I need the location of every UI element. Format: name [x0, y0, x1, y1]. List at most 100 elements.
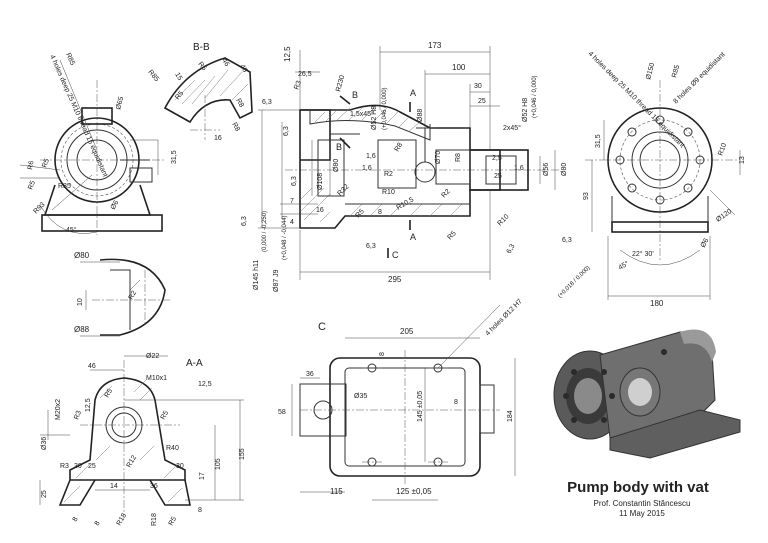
dim-label: R5	[196, 61, 207, 72]
dim-label: R8	[230, 122, 241, 133]
dim-label: R3	[60, 463, 69, 470]
dim-label: 184	[507, 410, 514, 422]
dim-label: Ø65	[115, 96, 125, 111]
dim-label: 295	[388, 275, 402, 284]
dim-label: R8	[234, 98, 245, 109]
dim-label: Ø22	[146, 353, 159, 360]
dim-label: 8	[72, 516, 80, 523]
dim-label: Ø70	[435, 151, 442, 164]
view-c-note: 4 holes Ø12 H7	[484, 298, 523, 337]
tolerance-label: (+0,018 / 0,000)	[557, 265, 591, 299]
dim-label: 45°	[66, 226, 77, 234]
dim-label: R32	[336, 183, 350, 197]
tolerance-label: (+0,046 / 0,000)	[382, 87, 388, 130]
dim-label: 58	[278, 409, 286, 416]
view-c-label: C	[318, 321, 326, 333]
dim-label: R93	[32, 201, 46, 215]
dim-label: 45°	[617, 259, 630, 271]
dim-label: Ø56	[543, 163, 550, 176]
dim-label: 105	[215, 458, 222, 470]
dim-label: Ø150	[645, 62, 656, 80]
dim-label: 2x45°	[503, 124, 521, 132]
dim-label: R5	[160, 410, 171, 421]
dim-label: Ø145 h11	[253, 260, 260, 290]
section-aa-label: A-A	[186, 358, 203, 369]
dim-label: R230	[335, 74, 346, 92]
dim-label: 30	[176, 463, 184, 470]
dim-label: Ø35	[354, 393, 367, 400]
dim-label: 205	[400, 327, 414, 336]
dim-label: Ø120	[715, 208, 733, 224]
dim-label: R85	[58, 183, 71, 190]
dim-label: 1,5x45°	[350, 110, 374, 118]
dim-label: R2	[128, 290, 139, 301]
dim-label: Ø80	[561, 163, 568, 176]
dim-label: R5	[104, 388, 115, 399]
dim-label: 12,5	[198, 381, 212, 388]
dim-label: M20x2	[55, 399, 62, 420]
dim-label: 6,3	[262, 99, 272, 106]
cut-label-b: B	[336, 142, 342, 152]
dim-label: R10,5	[396, 196, 416, 211]
dim-label: Ø80	[333, 159, 340, 172]
dim-label: 16	[316, 207, 324, 214]
dim-label: 22° 30'	[632, 250, 654, 258]
dim-label: 1,6	[366, 153, 376, 160]
dim-label: R5	[354, 208, 365, 219]
dim-label: R18	[116, 512, 129, 527]
dim-label: 12,5	[283, 46, 292, 62]
cut-label-b: B	[352, 90, 358, 100]
dim-label: R5	[168, 516, 179, 527]
dim-label: R18	[151, 513, 158, 526]
dim-label: 13	[739, 156, 746, 164]
dim-label: Ø52 H8	[522, 98, 529, 122]
section-aa: A-A Ø22 46 M10x1 12,5	[39, 353, 246, 527]
dim-label: R85	[64, 52, 76, 67]
dim-label: 7	[290, 198, 294, 205]
dim-label: 31,5	[171, 150, 178, 164]
dim-label: Ø87 J9	[273, 269, 280, 292]
dim-label: M10x1	[146, 375, 167, 382]
section-hatching	[299, 106, 463, 223]
dim-label: R85	[146, 69, 160, 83]
tolerance-label: (0,000 / -0,250)	[262, 211, 268, 252]
dim-label: 6,3	[506, 243, 517, 255]
dim-label: Ø80	[74, 251, 90, 260]
dim-label: 30	[474, 83, 482, 90]
dim-label: R85	[671, 64, 681, 78]
dim-label: 10	[77, 298, 84, 306]
dim-label: R5	[41, 158, 51, 169]
dim-label: 25	[478, 98, 486, 105]
dim-label: R2	[440, 188, 451, 199]
aa-hatching	[63, 379, 183, 503]
dim-label: 6,3	[291, 176, 298, 186]
dim-label: 115	[330, 487, 343, 496]
section-bb-label: B-B	[193, 42, 210, 53]
dim-label: 155	[239, 448, 246, 460]
dim-label: 26,5	[298, 71, 312, 78]
dim-label: 45	[238, 64, 248, 74]
dim-label: Ø36	[41, 437, 48, 450]
detail-view: Ø80 10 R2 Ø88	[74, 251, 170, 337]
main-longitudinal-section: A A B B C 12,5 26,5 R230 173 100 30 25 2…	[241, 41, 568, 292]
dim-label: R10	[717, 142, 728, 157]
dim-label: Ø88	[74, 325, 90, 334]
dim-label: 46	[88, 363, 96, 370]
dim-label: 12,5	[85, 398, 92, 412]
drawing-author: Prof. Constantin Stăncescu	[594, 499, 691, 508]
dim-label: 8	[94, 520, 102, 527]
dim-label: Ø88	[417, 109, 424, 122]
dim-label: 25	[494, 173, 502, 180]
cut-label-a: A	[410, 232, 416, 242]
dim-label: R6	[27, 160, 35, 170]
dim-label: Ø108	[317, 173, 324, 190]
dim-label: 25	[88, 463, 96, 470]
dim-label: 2,5	[492, 155, 502, 162]
drawing-title: Pump body with vat	[567, 479, 709, 496]
dim-label: Ø52 H8	[371, 106, 378, 130]
dim-label: 36	[150, 483, 158, 490]
tolerance-label: (+0,048 / -0,044)	[282, 215, 288, 260]
dim-label: R8	[455, 153, 462, 162]
dim-label: 100	[452, 63, 466, 72]
